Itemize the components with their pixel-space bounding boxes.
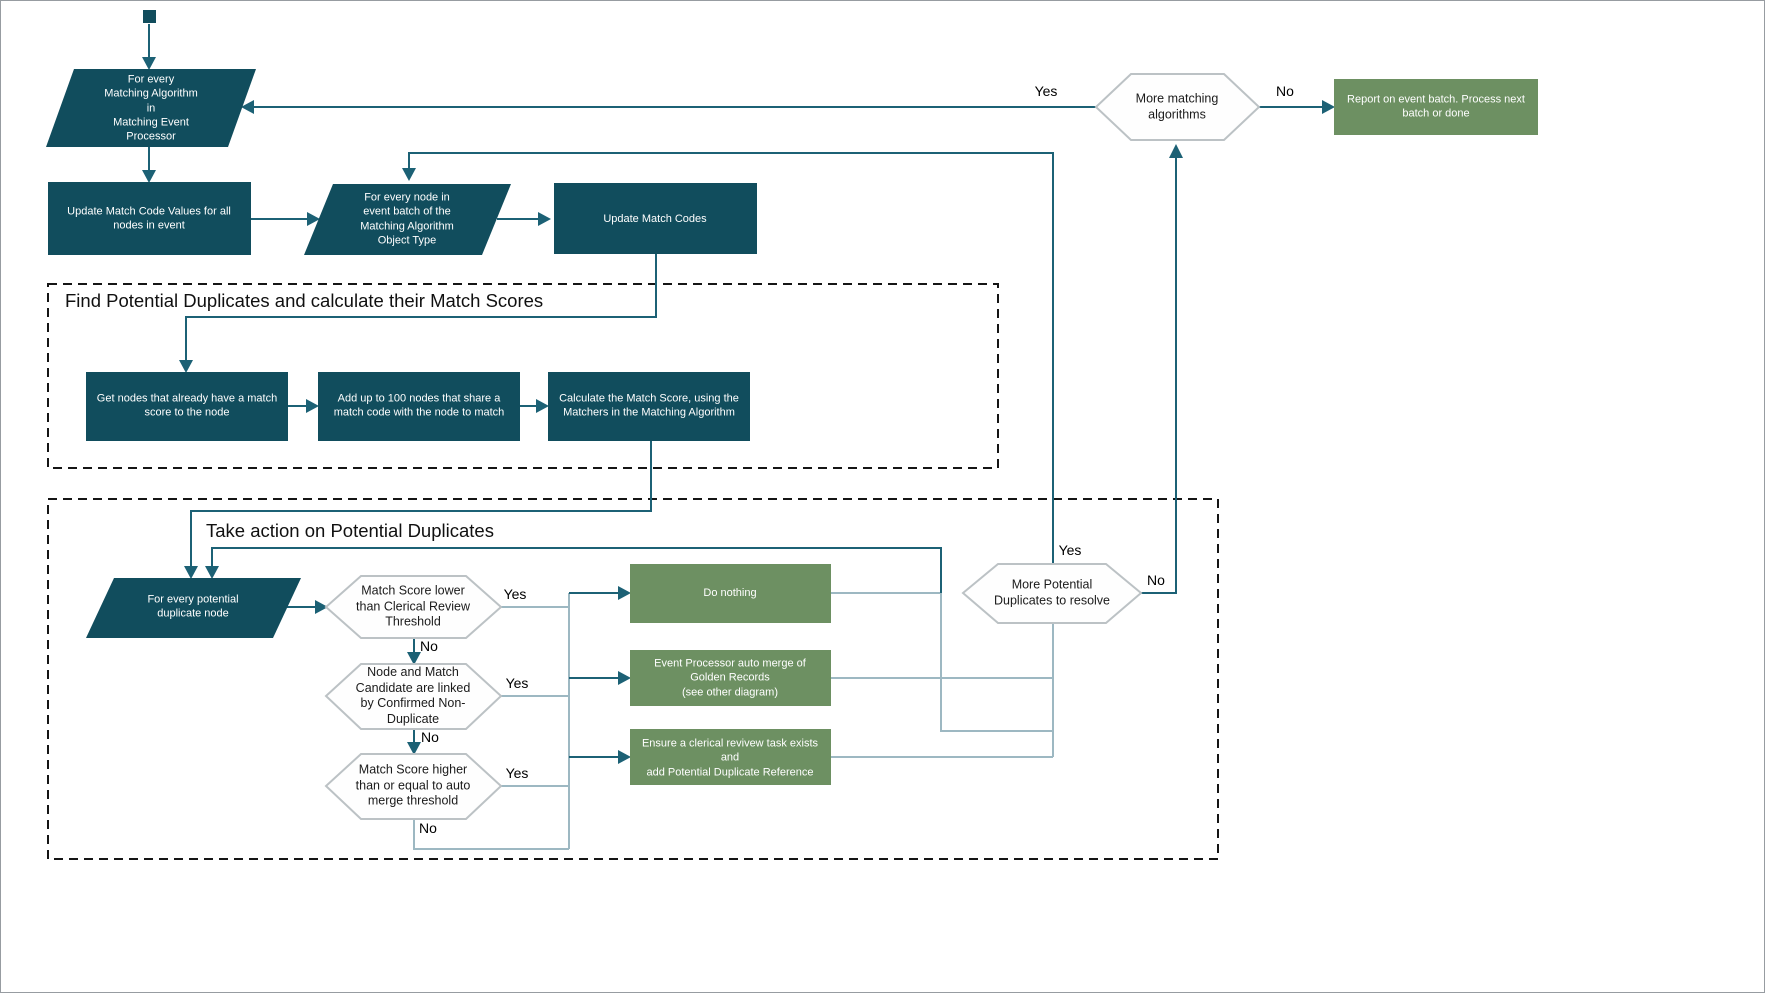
decision-score-lower-shape [324,575,503,639]
add-nodes-shape [318,372,520,441]
arrowhead [1169,144,1183,158]
decision-score-higher-shape [324,753,503,820]
arrowhead [142,170,156,183]
decision-more-algorithms-label: More matching algorithms [1135,91,1219,121]
get-nodes-shape [86,372,288,441]
edge-label-score-higher-no: No [419,820,437,836]
edge-label-score-lower-yes: Yes [503,586,527,602]
ensure-clerical-review-label: Ensure a clerical revivew task exists an… [641,737,819,779]
flow-line [1141,156,1177,594]
arrowhead [618,586,631,600]
calculate-match-score-label: Calculate the Match Score, using the Mat… [559,392,739,419]
decision-more-duplicates-label: More Potential Duplicates to resolve [993,577,1111,607]
flow-line [413,819,569,850]
loop-node-in-event-batch-shape [304,184,511,255]
arrowhead [315,600,328,614]
get-nodes-label: Get nodes that already have a match scor… [96,392,278,419]
decision-more-algorithms-shape [1094,73,1261,141]
edge-label-more-duplicates-no: No [1147,572,1165,588]
report-event-batch-shape [1334,79,1538,135]
loop-potential-duplicate-label: For every potential duplicate node [147,593,239,620]
arrowhead [402,168,416,181]
decision-score-higher-label: Match Score higher than or equal to auto… [355,762,471,808]
arrowhead [536,399,549,413]
decision-score-lower-label: Match Score lower than Clerical Review T… [356,583,470,629]
arrowhead [538,212,551,226]
section-title-find-duplicates: Find Potential Duplicates and calculate … [65,290,544,311]
auto-merge-label: Event Processor auto merge of Golden Rec… [654,657,806,699]
edge-label-more-duplicates-yes: Yes [1058,542,1082,558]
start-node-shape [143,10,156,23]
update-match-codes-shape [554,183,757,254]
arrowhead [179,360,193,373]
edge-label-more-algorithms-yes: Yes [1034,83,1058,99]
arrowhead [407,742,421,755]
arrowhead [618,750,631,764]
ensure-clerical-review-shape [630,729,831,785]
loop-matching-algorithm-shape [46,69,256,147]
flow-line [831,592,1053,732]
flow-line [190,441,652,567]
update-match-codes-label: Update Match Codes [603,212,707,225]
arrowhead [184,566,198,579]
decision-more-duplicates-shape [961,563,1143,624]
flow-line [185,254,657,368]
edge-label-linked-yes: Yes [505,675,529,691]
arrowhead [307,212,320,226]
add-nodes-label: Add up to 100 nodes that share a match c… [333,392,505,419]
edge-label-more-algorithms-no: No [1276,83,1294,99]
arrowhead [1322,100,1335,114]
auto-merge-shape [630,650,831,706]
arrowhead [306,399,319,413]
arrowhead [407,652,421,665]
loop-node-in-event-batch-label: For every node in event batch of the Mat… [360,191,454,247]
flow-line [408,152,1054,564]
update-match-code-values-shape [48,182,251,255]
arrowhead [241,100,254,114]
decision-linked-non-duplicate-shape [324,663,503,730]
edge-label-score-lower-no: No [420,638,438,654]
loop-matching-algorithm-label: For every Matching Algorithm in Matching… [104,73,198,143]
section-take-action [47,498,1219,860]
update-match-code-values-label: Update Match Code Values for all nodes i… [67,205,231,232]
section-title-take-action: Take action on Potential Duplicates [206,520,494,541]
flow-line [211,547,942,593]
arrowhead [205,566,219,579]
decision-linked-non-duplicate-label: Node and Match Candidate are linked by C… [355,664,471,726]
section-find-potential-duplicates [47,283,999,469]
do-nothing-label: Do nothing [703,586,757,599]
report-event-batch-label: Report on event batch. Process next batc… [1347,93,1525,120]
arrowhead [142,57,156,70]
edge-label-linked-no: No [421,729,439,745]
do-nothing-shape [630,564,831,623]
loop-potential-duplicate-shape [86,578,301,638]
edge-label-score-higher-yes: Yes [505,765,529,781]
arrowhead [618,671,631,685]
calculate-match-score-shape [548,372,750,441]
